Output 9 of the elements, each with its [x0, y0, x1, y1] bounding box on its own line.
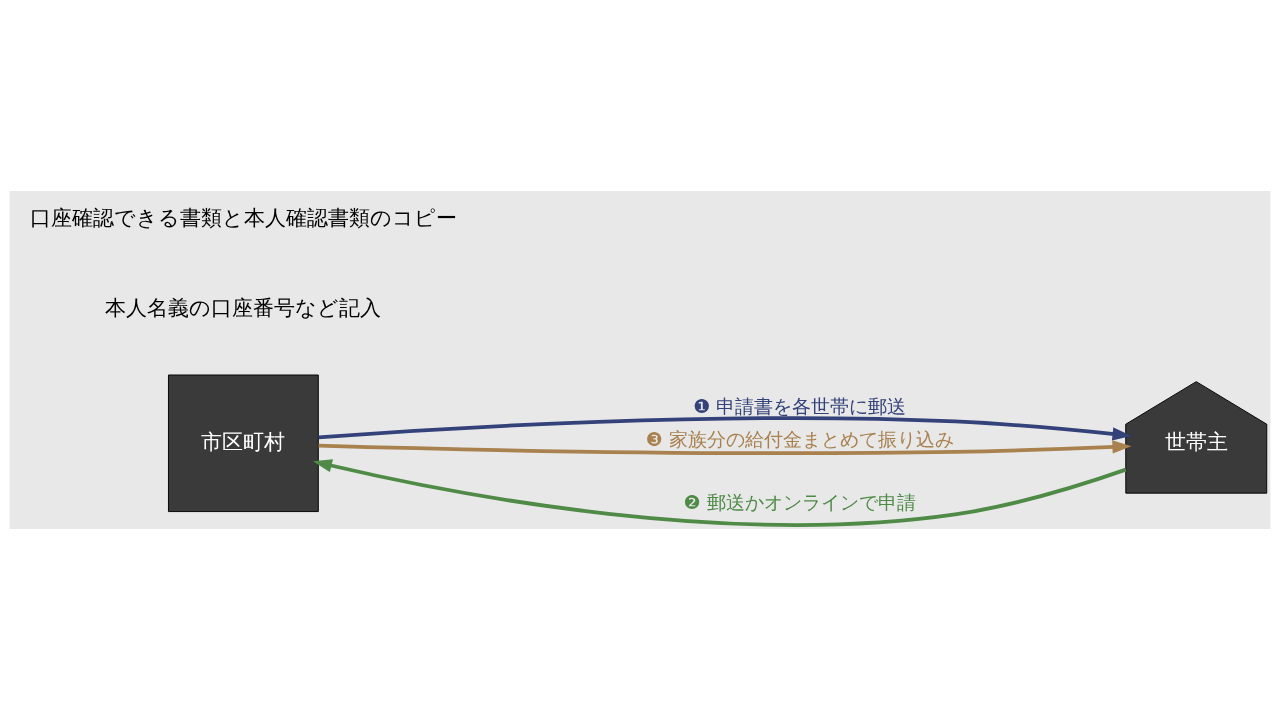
edge-label: ❸ 家族分の給付金まとめて振り込み	[645, 428, 954, 451]
edge-label: ❷ 郵送かオンラインで申請	[683, 490, 916, 513]
edge-label: ❶ 申請書を各世帯に郵送	[693, 394, 907, 417]
arrow	[312, 459, 1127, 527]
arrow	[318, 440, 1132, 455]
arrow	[318, 416, 1132, 441]
label: 口座確認できる書類と本人確認書類のコピー	[29, 205, 457, 230]
node-box: 市区町村	[168, 374, 319, 513]
label: 本人名義の口座番号など記入	[105, 295, 382, 320]
